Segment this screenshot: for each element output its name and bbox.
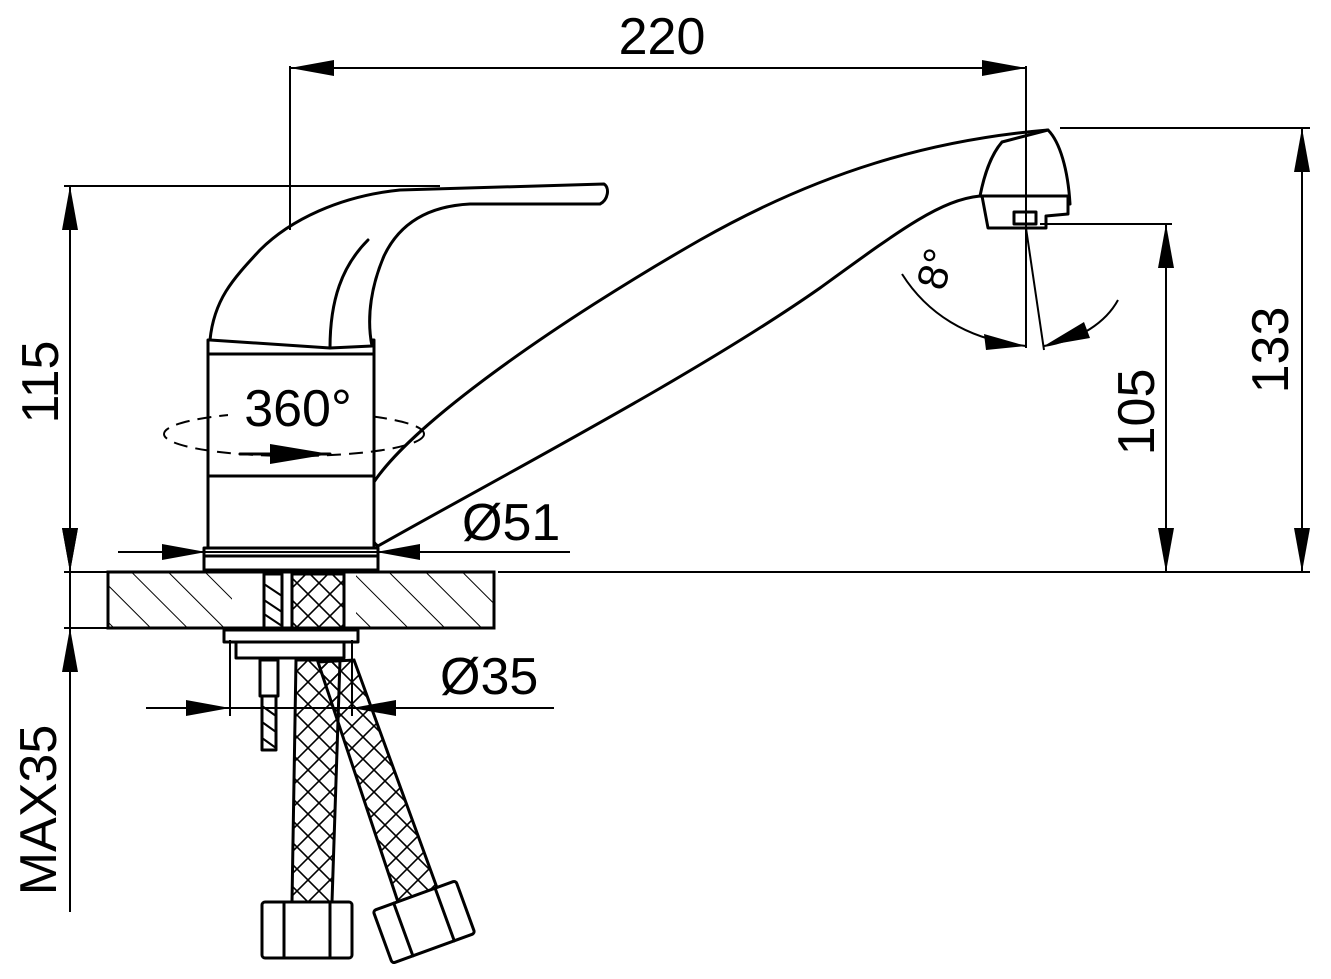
dimension-total-height: 133 <box>498 127 1310 573</box>
dimension-lever-height: 115 <box>12 185 440 572</box>
dimension-spout-height-label: 105 <box>1108 369 1166 456</box>
hose-nut-left <box>260 900 354 960</box>
dimension-spout-reach: 220 <box>289 8 1027 348</box>
supply-hoses <box>260 658 476 965</box>
lever-handle <box>208 182 609 350</box>
dimension-spout-height: 105 <box>1040 223 1174 572</box>
dimension-total-height-label: 133 <box>1242 307 1300 394</box>
mounting-hardware <box>222 572 360 752</box>
hose-nut-right <box>372 879 476 965</box>
dimension-spout-reach-label: 220 <box>619 8 706 66</box>
dimension-aerator-tilt-label: 8° <box>907 243 963 294</box>
rotation-label: 360° <box>244 380 352 438</box>
dimension-thread-diameter-label: Ø35 <box>440 648 538 706</box>
rotation-indicator: 360° <box>163 378 425 464</box>
dimension-base-diameter-label: Ø51 <box>462 494 560 552</box>
dimension-aerator-tilt: 8° <box>901 227 1119 351</box>
dimension-thread-diameter: Ø35 <box>146 640 554 716</box>
dimension-max-thickness-label: MAX35 <box>10 725 68 896</box>
dimension-base-diameter: Ø51 <box>118 494 570 560</box>
dimension-lever-height-label: 115 <box>12 341 70 424</box>
dimension-max-thickness: MAX35 <box>10 528 78 912</box>
